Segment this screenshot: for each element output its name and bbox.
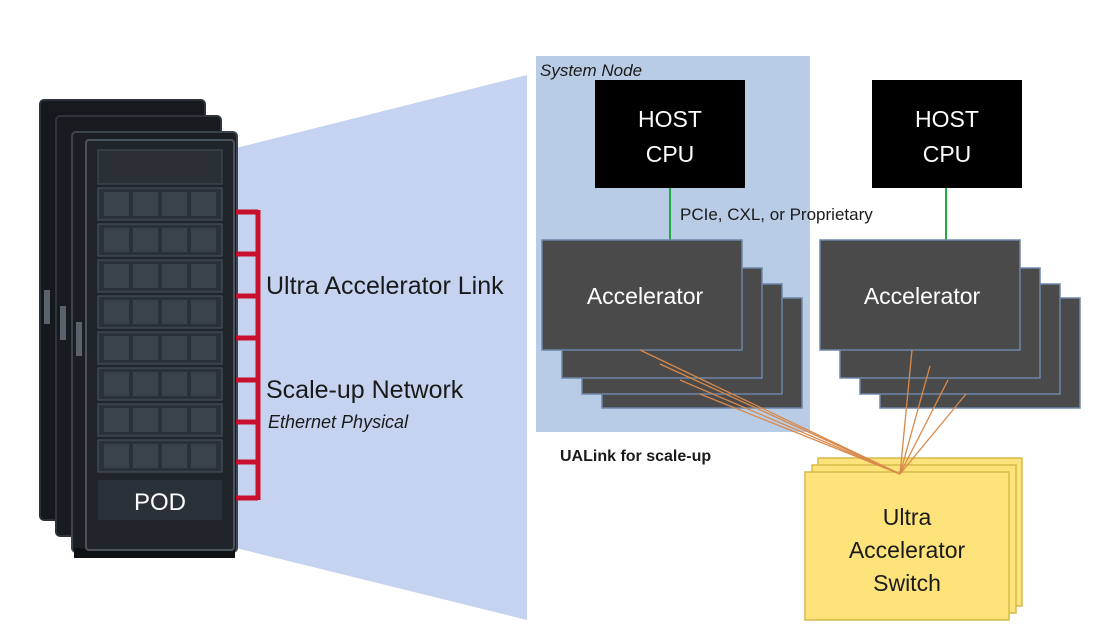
drive-bay <box>162 264 187 288</box>
drive-bay <box>104 192 129 216</box>
drive-bay <box>133 336 158 360</box>
drive-bay <box>133 228 158 252</box>
drive-bay <box>191 444 216 468</box>
drive-bay <box>162 408 187 432</box>
drive-bay <box>133 264 158 288</box>
ultra-accelerator-switch: Ultra Accelerator Switch <box>804 457 1023 621</box>
switch-line2: Accelerator <box>849 537 966 563</box>
drive-bay <box>191 228 216 252</box>
drive-bay <box>191 192 216 216</box>
drive-bay <box>191 408 216 432</box>
accelerator-stack-right: Accelerator <box>819 239 1081 409</box>
switch-line3: Switch <box>873 570 941 596</box>
switch-line1: Ultra <box>883 504 932 530</box>
server-rack-icon <box>39 99 238 558</box>
drive-bay <box>104 336 129 360</box>
drive-bay <box>191 372 216 396</box>
drive-bay <box>133 300 158 324</box>
host-cpu-left-line1: HOST <box>638 106 702 132</box>
drive-bay <box>104 228 129 252</box>
ethernet-physical-label: Ethernet Physical <box>268 412 409 432</box>
drive-bay <box>162 444 187 468</box>
drive-bay <box>162 300 187 324</box>
drive-bay <box>133 408 158 432</box>
drive-bay <box>162 228 187 252</box>
pod-label: POD <box>134 489 186 516</box>
drive-bay <box>104 408 129 432</box>
ualink-scaleup-label: UALink for scale-up <box>560 448 711 465</box>
drive-bay <box>162 336 187 360</box>
scale-up-network-label: Scale-up Network <box>266 376 464 404</box>
drive-bay <box>133 372 158 396</box>
host-cpu-left: HOST CPU <box>595 80 745 188</box>
drive-bay <box>162 372 187 396</box>
projection-cone <box>236 75 527 620</box>
host-cpu-right-line2: CPU <box>923 141 972 167</box>
host-cpu-right: HOST CPU <box>872 80 1022 188</box>
drive-bay <box>191 336 216 360</box>
drive-bay <box>104 300 129 324</box>
host-cpu-right-line1: HOST <box>915 106 979 132</box>
host-cpu-left-line2: CPU <box>646 141 695 167</box>
accelerator-stack-left: Accelerator <box>541 239 803 409</box>
host-link-label: PCIe, CXL, or Proprietary <box>680 205 873 224</box>
drive-bay <box>104 372 129 396</box>
ualink-connections <box>639 349 967 475</box>
drive-bay <box>162 192 187 216</box>
drive-bay <box>104 444 129 468</box>
accelerator-left-label: Accelerator <box>587 283 704 309</box>
drive-bay <box>191 264 216 288</box>
ultra-accelerator-link-label: Ultra Accelerator Link <box>266 272 504 300</box>
drive-bay <box>104 264 129 288</box>
drive-bay <box>191 300 216 324</box>
system-node-label: System Node <box>540 61 642 80</box>
drive-bay <box>133 192 158 216</box>
ultra-accelerator-link-bracket <box>236 209 261 501</box>
drive-bay <box>133 444 158 468</box>
accelerator-right-label: Accelerator <box>864 283 981 309</box>
